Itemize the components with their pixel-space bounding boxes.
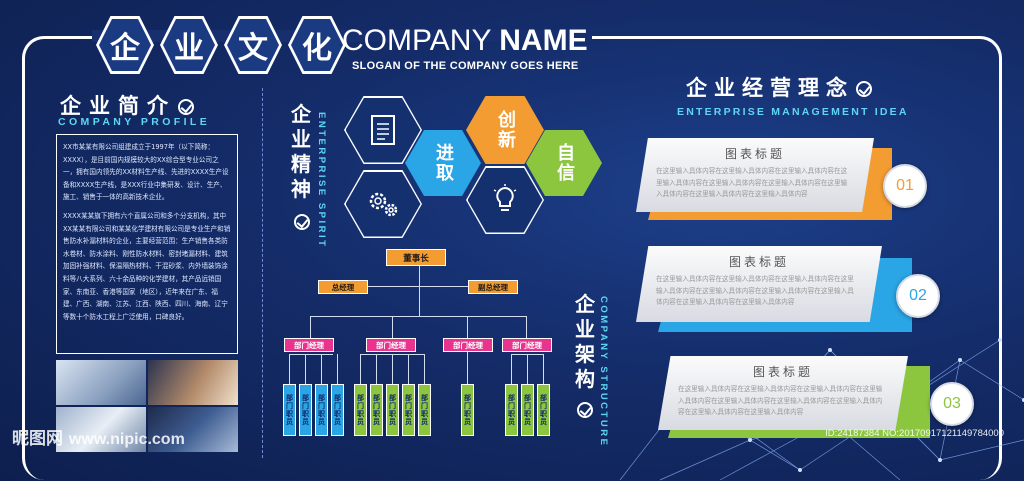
card-title: 图表标题 bbox=[724, 147, 785, 161]
title-hex: 业 bbox=[160, 16, 218, 74]
handshake-photo bbox=[148, 360, 238, 405]
org-line bbox=[467, 316, 468, 338]
org-line bbox=[289, 354, 333, 355]
intro-title: 企业简介 bbox=[60, 90, 194, 120]
card-body: 图表标题 在这里输入具体内容在这里输入具体内容在这里输入具体内容在这里输入具体内… bbox=[658, 356, 908, 430]
card-body: 图表标题 在这里输入具体内容在这里输入具体内容在这里输入具体内容在这里输入具体内… bbox=[636, 138, 874, 212]
org-line bbox=[343, 286, 493, 287]
slogan: SLOGAN OF THE COMPANY GOES HERE bbox=[352, 60, 579, 72]
org-line bbox=[310, 316, 311, 338]
structure-subtitle: COMPANY STRUCTURE bbox=[598, 296, 609, 448]
lightbulb-icon bbox=[493, 184, 517, 211]
org-dept-manager: 部门经理 bbox=[284, 338, 334, 352]
org-staff: 部门职员 bbox=[461, 384, 474, 436]
org-line bbox=[321, 354, 322, 384]
org-line bbox=[419, 266, 420, 288]
intro-paragraph: XX市某某有限公司组建成立于1997年（以下简称：XXXX），是目前国内规模较大… bbox=[63, 143, 229, 202]
teamwork-photo bbox=[56, 407, 146, 452]
document-icon bbox=[371, 115, 395, 145]
org-line bbox=[419, 286, 420, 316]
card-number: 02 bbox=[896, 274, 940, 318]
org-staff: 部门职员 bbox=[331, 384, 344, 436]
org-vgm: 副总经理 bbox=[468, 280, 518, 294]
org-staff: 部门职员 bbox=[354, 384, 367, 436]
org-line bbox=[408, 354, 409, 384]
spirit-subtitle: ENTERPRISE SPIRIT bbox=[316, 112, 327, 249]
check-icon bbox=[856, 81, 872, 97]
card-body: 图表标题 在这里输入具体内容在这里输入具体内容在这里输入具体内容在这里输入具体内… bbox=[636, 246, 882, 322]
org-line bbox=[527, 354, 528, 384]
org-staff: 部门职员 bbox=[418, 384, 431, 436]
title-hex: 文 bbox=[224, 16, 282, 74]
company-name: COMPANY NAME bbox=[342, 24, 588, 57]
title-hex: 化 bbox=[288, 16, 346, 74]
org-staff: 部门职员 bbox=[505, 384, 518, 436]
frame-gap bbox=[92, 30, 592, 42]
org-line bbox=[305, 354, 306, 384]
card-text: 在这里输入具体内容在这里输入具体内容在这里输入具体内容在这里输入具体内容在这里输… bbox=[656, 275, 854, 306]
org-staff: 部门职员 bbox=[386, 384, 399, 436]
zixin-hex: 自信 bbox=[526, 130, 602, 196]
org-gm: 总经理 bbox=[318, 280, 368, 294]
org-staff: 部门职员 bbox=[315, 384, 328, 436]
org-staff: 部门职员 bbox=[299, 384, 312, 436]
org-staff: 部门职员 bbox=[402, 384, 415, 436]
watermark-logo: 昵图网 www.nipic.com bbox=[12, 429, 185, 449]
intro-text-box: XX市某某有限公司组建成立于1997年（以下简称：XXXX），是目前国内规模较大… bbox=[56, 134, 238, 354]
org-dept-manager: 部门经理 bbox=[443, 338, 493, 352]
org-line bbox=[392, 354, 393, 384]
card-text: 在这里输入具体内容在这里输入具体内容在这里输入具体内容在这里输入具体内容在这里输… bbox=[656, 167, 848, 198]
card-number: 03 bbox=[930, 382, 974, 426]
watermark-id: ID:24187384 NO:20170917121149784000 bbox=[825, 428, 1004, 439]
main-title: 企 业 文 化 bbox=[96, 16, 346, 74]
title-hex: 企 bbox=[96, 16, 154, 74]
org-dept-manager: 部门经理 bbox=[502, 338, 552, 352]
idea-title: 企业经营理念 bbox=[686, 72, 872, 102]
org-line bbox=[543, 354, 544, 384]
check-icon bbox=[294, 214, 310, 230]
org-line bbox=[392, 316, 393, 338]
org-staff: 部门职员 bbox=[370, 384, 383, 436]
spirit-title: 企业精神 bbox=[291, 102, 311, 201]
org-chairman: 董事长 bbox=[386, 249, 446, 266]
structure-title: 企业架构 bbox=[575, 292, 595, 391]
org-line bbox=[424, 354, 425, 384]
card-text: 在这里输入具体内容在这里输入具体内容在这里输入具体内容在这里输入具体内容在这里输… bbox=[678, 385, 883, 416]
photo-grid bbox=[56, 360, 238, 452]
gears-icon bbox=[369, 192, 398, 217]
divider bbox=[262, 88, 263, 458]
org-dept-manager: 部门经理 bbox=[366, 338, 416, 352]
check-icon bbox=[178, 99, 194, 115]
org-line bbox=[511, 354, 512, 384]
org-staff: 部门职员 bbox=[537, 384, 550, 436]
idea-subtitle: ENTERPRISE MANAGEMENT IDEA bbox=[677, 106, 909, 118]
org-line bbox=[337, 354, 338, 384]
org-line bbox=[310, 316, 526, 317]
check-icon bbox=[577, 402, 593, 418]
meeting-photo bbox=[148, 407, 238, 452]
org-line bbox=[360, 354, 361, 384]
org-staff: 部门职员 bbox=[521, 384, 534, 436]
org-line bbox=[526, 316, 527, 338]
org-line bbox=[289, 354, 290, 384]
office-photo bbox=[56, 360, 146, 405]
card-title: 图表标题 bbox=[728, 255, 789, 269]
org-staff: 部门职员 bbox=[283, 384, 296, 436]
org-line bbox=[467, 352, 468, 384]
intro-paragraph: XXXX某某旗下拥有六个直属公司和多个分支机构，其中XX某某有限公司和某某化学建… bbox=[63, 211, 231, 321]
card-number: 01 bbox=[883, 164, 927, 208]
card-title: 图表标题 bbox=[752, 365, 813, 379]
org-line bbox=[376, 354, 377, 384]
intro-subtitle: COMPANY PROFILE bbox=[58, 116, 211, 128]
